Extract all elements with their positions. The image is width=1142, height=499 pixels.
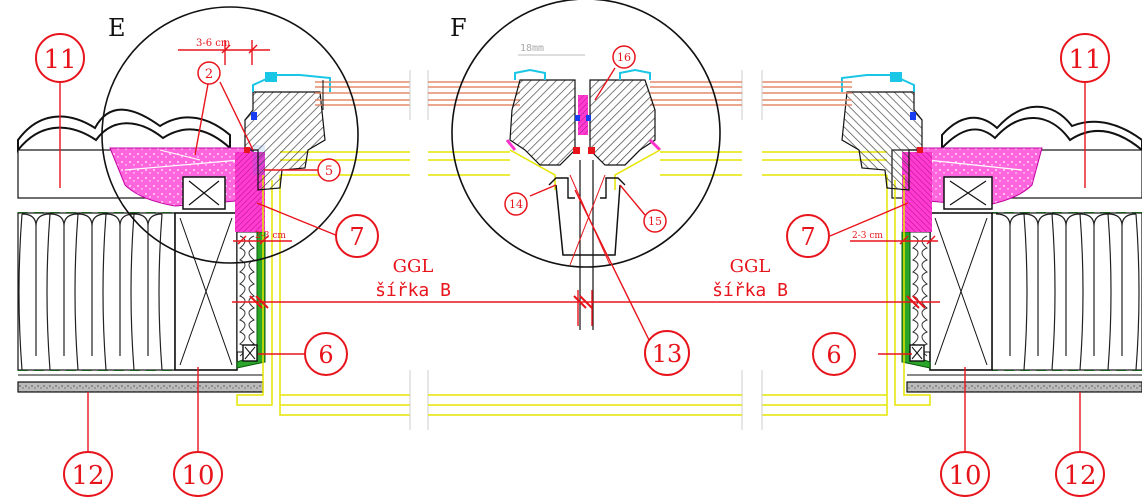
dimension-2-3-cm-left: 2-3 cm <box>255 231 286 241</box>
callout-6-left: 6 <box>318 341 333 369</box>
dimension-18mm: 18mm <box>520 43 544 54</box>
ggl-label-right: GGL <box>730 256 771 277</box>
callout-7-right: 7 <box>800 223 815 251</box>
callout-12-left: 12 <box>71 461 104 491</box>
left-roof-section <box>17 6 411 430</box>
annotations <box>59 40 1086 458</box>
detail-circle-e <box>101 6 359 264</box>
width-b-label-left: šířka B <box>375 280 451 301</box>
left-roof-tile <box>17 108 231 153</box>
width-b-label-right: šířka B <box>712 280 788 301</box>
callout-14: 14 <box>509 198 523 211</box>
middle-section-f: 18mm <box>427 0 743 430</box>
callout-5: 5 <box>325 164 333 179</box>
mullion-left-sash <box>509 79 576 166</box>
ggl-label-left: GGL <box>393 256 434 277</box>
section-label-f: F <box>450 14 467 42</box>
callout-7-left: 7 <box>349 223 364 251</box>
callout-2: 2 <box>205 67 213 82</box>
dimension-3-6-cm: 3-6 cm <box>196 38 231 49</box>
callout-13: 13 <box>652 340 683 368</box>
callout-11-left: 11 <box>43 45 76 75</box>
section-label-e: E <box>108 14 126 42</box>
left-insulation <box>17 212 176 371</box>
dimension-2-3-cm-right: 2-3 cm <box>852 231 883 241</box>
callout-circles <box>35 33 1110 497</box>
left-sash-frame <box>244 91 326 191</box>
mullion-channel <box>555 184 621 256</box>
mullion-right-sash <box>589 79 656 166</box>
callout-11-right: 11 <box>1068 45 1101 75</box>
callout-12-right: 12 <box>1063 461 1096 491</box>
left-side-insulation <box>236 231 258 353</box>
callout-15: 15 <box>648 215 662 228</box>
left-interior-board <box>17 381 264 393</box>
callout-6-right: 6 <box>826 341 841 369</box>
detail-circle-f <box>451 0 721 268</box>
callout-16: 16 <box>617 51 631 64</box>
callout-10-left: 10 <box>181 461 214 491</box>
right-roof-section <box>761 70 1142 430</box>
callout-10-right: 10 <box>948 461 981 491</box>
